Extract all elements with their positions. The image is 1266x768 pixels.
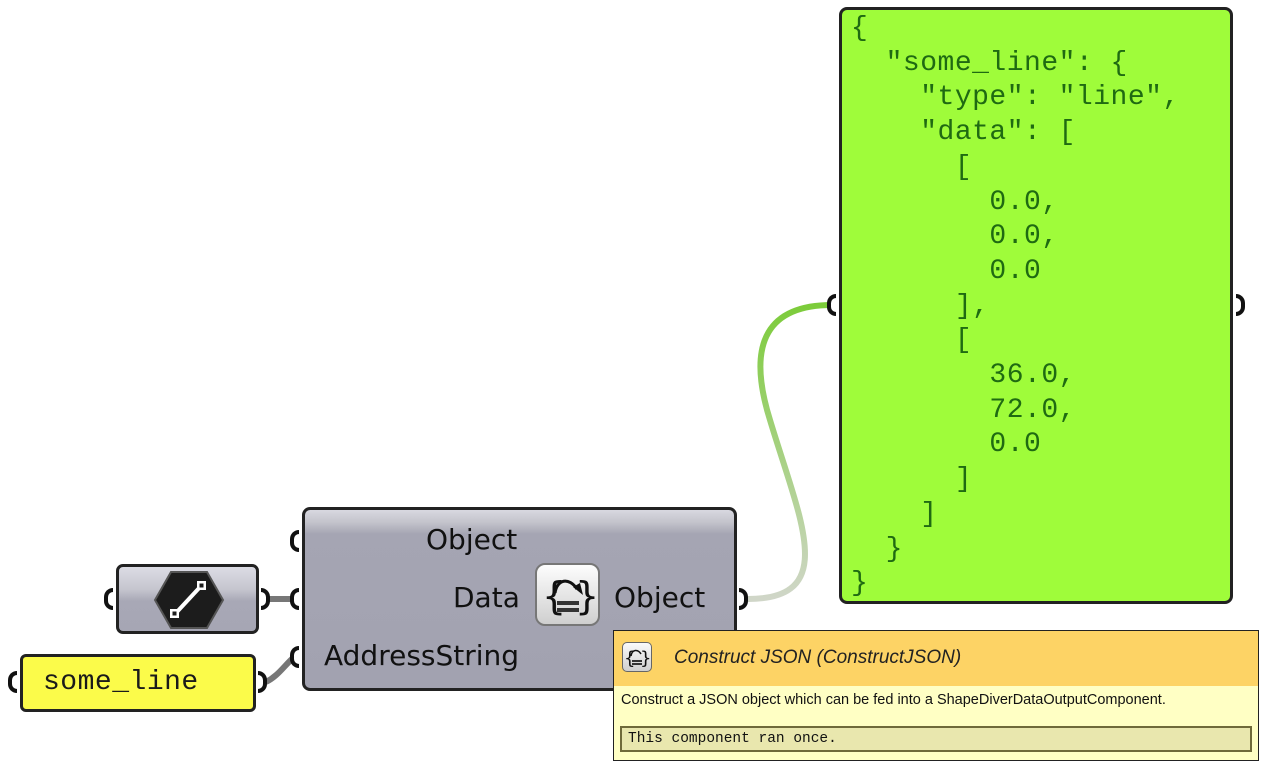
line-parameter[interactable] [116, 564, 259, 634]
address-string-text: some_line [43, 667, 199, 698]
input-data-grip[interactable] [290, 588, 299, 610]
component-tooltip: { } Construct JSON (ConstructJSON) Const… [613, 630, 1259, 761]
tooltip-header: { } Construct JSON (ConstructJSON) [614, 631, 1258, 686]
output-object-grip[interactable] [739, 588, 748, 610]
line-param-input-grip[interactable] [104, 588, 113, 610]
address-string-panel[interactable]: some_line [20, 654, 256, 712]
construct-json-icon: { } [622, 642, 652, 672]
input-object-label: Object [426, 523, 518, 556]
svg-text:{: { [624, 648, 635, 669]
tooltip-status-text: This component ran once. [628, 731, 837, 747]
input-addressstring-label: AddressString [324, 639, 520, 672]
line-param-output-grip[interactable] [261, 588, 270, 610]
input-addressstring-grip[interactable] [290, 646, 299, 668]
input-object-grip[interactable] [290, 530, 299, 552]
input-data-label: Data [453, 581, 520, 614]
line-icon [153, 571, 225, 629]
output-object-label: Object [614, 581, 706, 614]
tooltip-description: Construct a JSON object which can be fed… [621, 692, 1166, 708]
tooltip-status-box: This component ran once. [620, 726, 1252, 752]
tooltip-title: Construct JSON (ConstructJSON) [674, 647, 962, 668]
json-panel-input-grip[interactable] [827, 294, 836, 316]
string-panel-output-grip[interactable] [258, 671, 267, 693]
json-output-text: { "some_line": { "type": "line", "data":… [851, 13, 1180, 600]
svg-text:}: } [640, 648, 651, 669]
output-wire[interactable] [747, 302, 833, 602]
construct-json-icon: { } [535, 563, 600, 626]
string-panel-input-grip[interactable] [8, 671, 17, 693]
json-output-panel[interactable]: { "some_line": { "type": "line", "data":… [839, 7, 1233, 604]
json-panel-output-grip[interactable] [1236, 294, 1245, 316]
svg-text:}: } [575, 574, 598, 618]
